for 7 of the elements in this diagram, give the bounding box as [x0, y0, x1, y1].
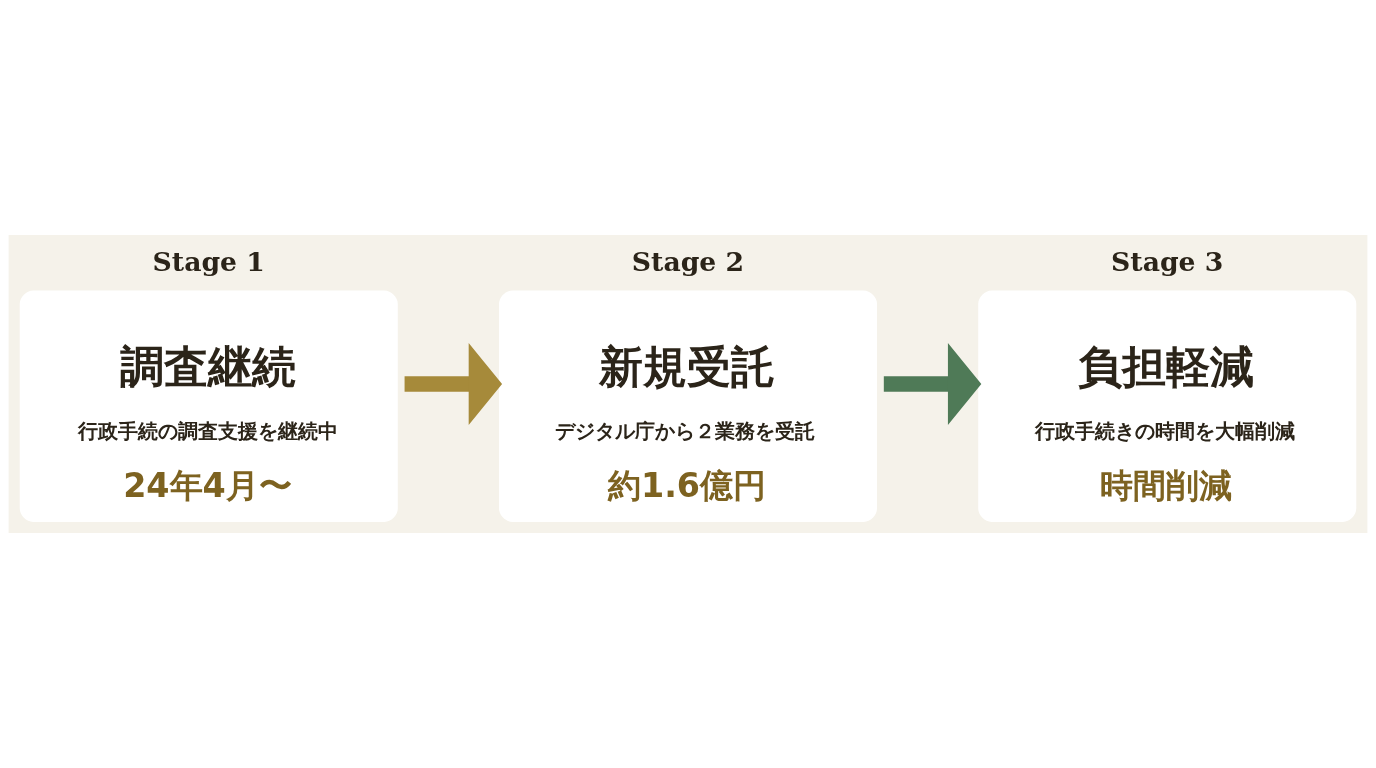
- node-label: Stage 2: [631, 245, 745, 277]
- arrow: [404, 343, 503, 425]
- node-label: Stage 1: [152, 245, 265, 277]
- node-box: 負担軽減 行政手続きの時間を大幅削減 時間削減: [978, 290, 1357, 522]
- node-box: 新規受託 デジタル庁から２業務を受託 約1.6億円: [498, 290, 878, 522]
- node-label: Stage 3: [1111, 245, 1224, 277]
- arrow: [883, 343, 982, 425]
